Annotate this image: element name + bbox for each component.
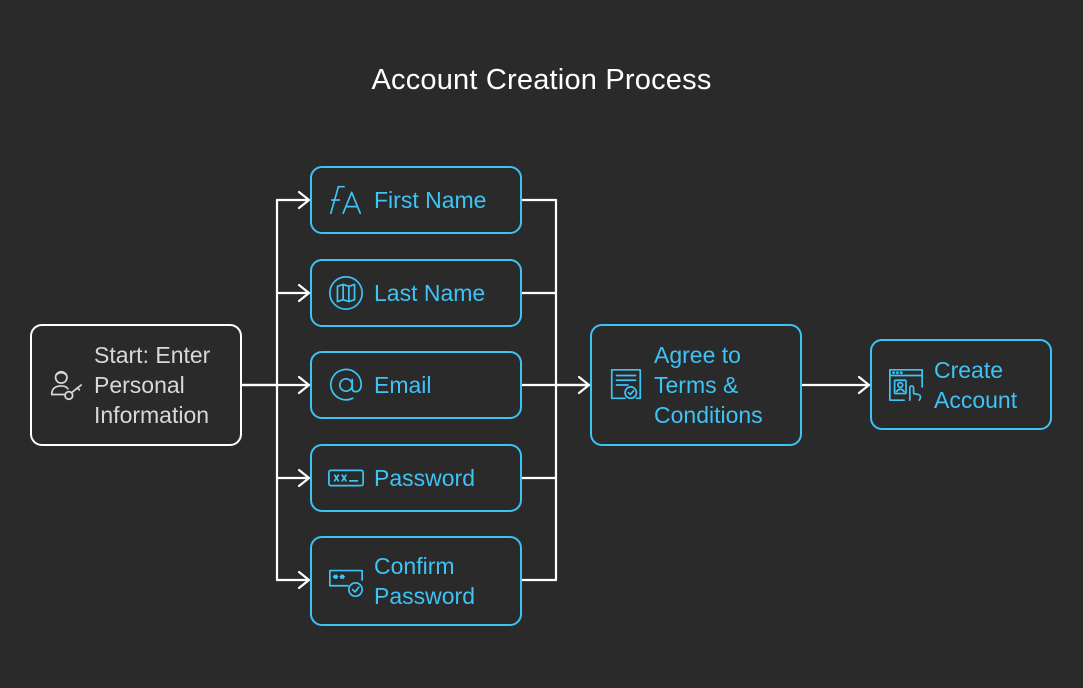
start-node: Start: Enter Personal Information — [30, 324, 242, 446]
confirm-password-label: Confirm Password — [374, 553, 475, 609]
email-label: Email — [374, 372, 432, 398]
password-label: Password — [374, 465, 475, 491]
last-name-node: Last Name — [310, 259, 522, 327]
confirm-password-node: Confirm Password — [310, 536, 522, 626]
last-name-label: Last Name — [374, 280, 486, 306]
agree-terms-node: Agree to Terms & Conditions — [590, 324, 802, 446]
create-account-node: Create Account — [870, 339, 1052, 430]
start-label: Start: Enter Personal Information — [94, 342, 211, 428]
document-check-icon — [606, 365, 646, 405]
first-name-label: First Name — [374, 187, 487, 213]
password-field-icon — [326, 458, 366, 498]
email-node: Email — [310, 351, 522, 419]
font-letter-icon — [326, 180, 366, 220]
agree-terms-label: Agree to Terms & Conditions — [654, 342, 763, 428]
map-icon — [326, 273, 366, 313]
password-check-icon — [326, 561, 366, 601]
first-name-node: First Name — [310, 166, 522, 234]
browser-touch-icon — [886, 365, 926, 405]
at-sign-icon — [326, 365, 366, 405]
create-account-label: Create Account — [934, 356, 1018, 413]
user-key-icon — [46, 365, 86, 405]
password-node: Password — [310, 444, 522, 512]
diagram-title: Account Creation Process — [371, 64, 712, 96]
